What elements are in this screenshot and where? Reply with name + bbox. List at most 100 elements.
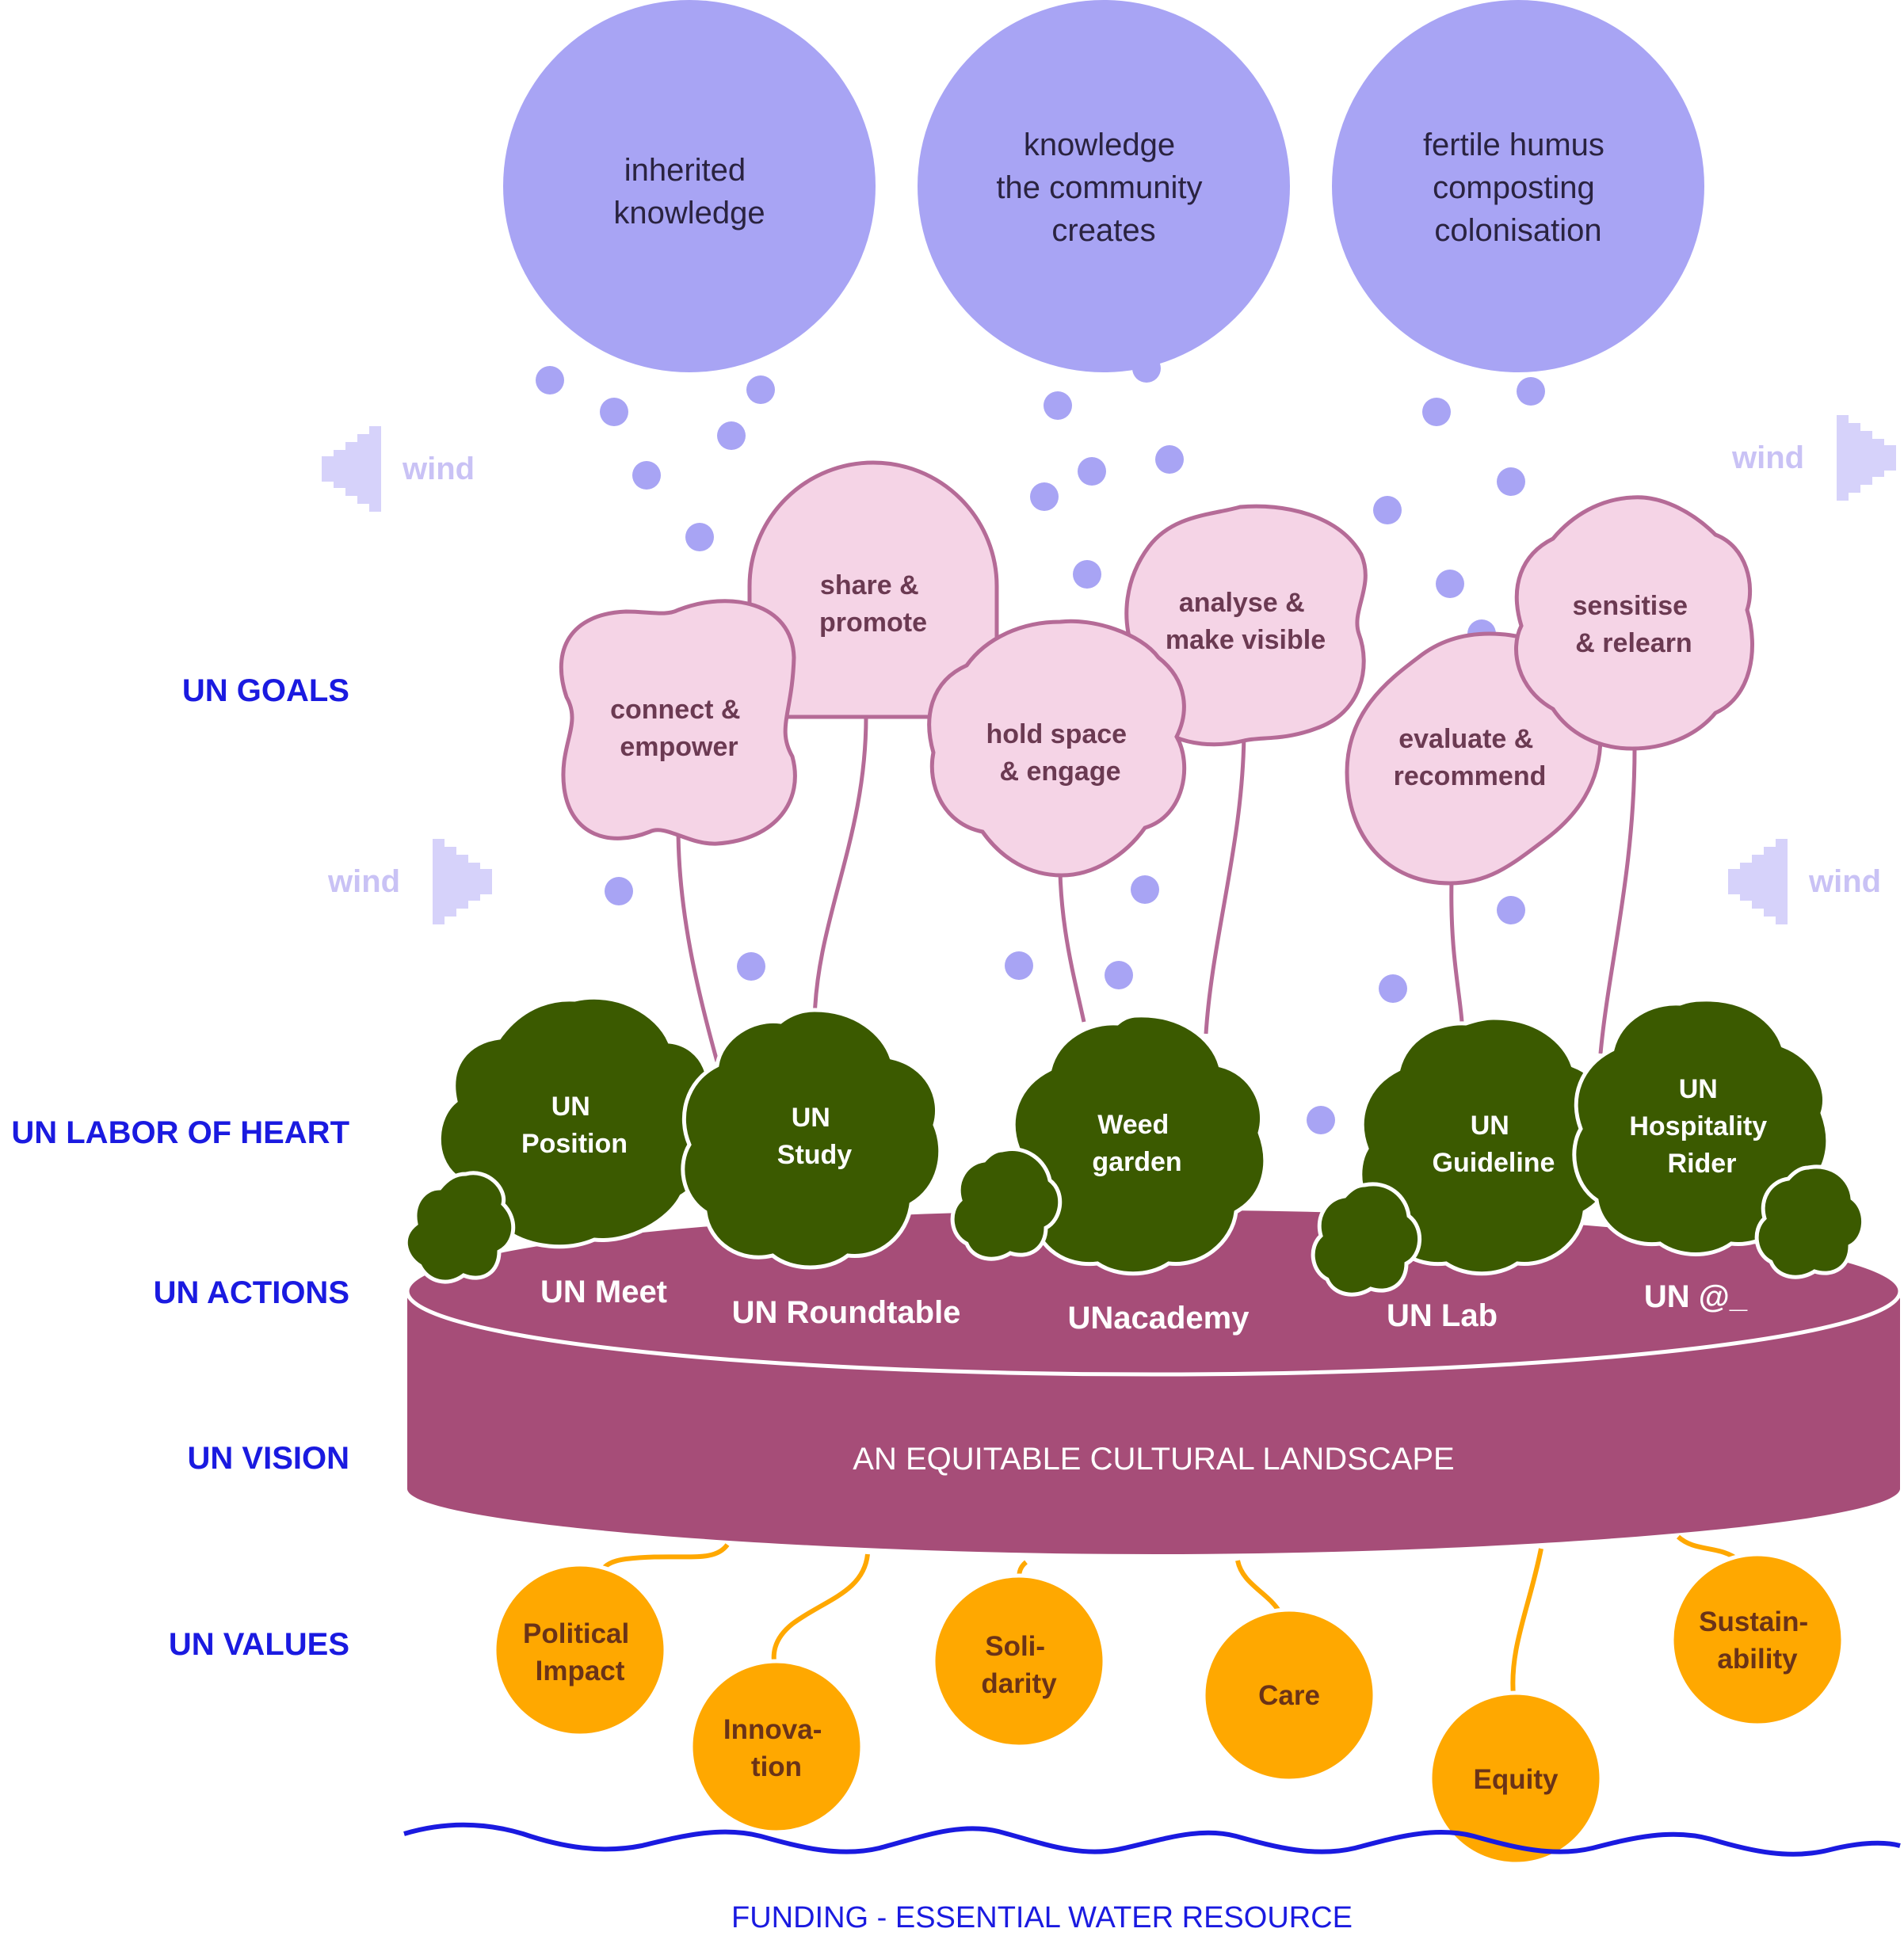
goal-text-line: promote bbox=[819, 608, 927, 638]
wind-arrow-right-top: wind bbox=[1731, 415, 1896, 501]
bush-un-position: UN Position bbox=[403, 995, 711, 1284]
goal-text-line: & relearn bbox=[1575, 628, 1692, 658]
water-wave bbox=[403, 1822, 1901, 1857]
svg-text:hold space & engage: hold space & engage bbox=[986, 719, 1134, 787]
rain-droplet bbox=[1379, 974, 1407, 1003]
goal-text-line: share & bbox=[820, 570, 919, 600]
cloud-text-line: inherited bbox=[624, 153, 746, 188]
heart-text-line: UN bbox=[792, 1103, 830, 1133]
action-un-at: UN @_ bbox=[1644, 1279, 1748, 1314]
value-text-line: ability bbox=[1717, 1644, 1798, 1675]
goal-text-line: evaluate & bbox=[1398, 724, 1533, 754]
action-un-meet: UN Meet bbox=[540, 1275, 667, 1309]
svg-text:Soli- darity: Soli- darity bbox=[981, 1631, 1057, 1699]
value-text-line: Impact bbox=[536, 1656, 625, 1686]
cloud-text-line: the community bbox=[996, 170, 1202, 205]
cloud-inherited-knowledge: inherited knowledge bbox=[503, 0, 876, 372]
action-unacademy: UNacademy bbox=[1067, 1301, 1250, 1336]
goal-sensitise-relearn: sensitise & relearn bbox=[1514, 495, 1754, 751]
bush-weed-garden: Weed garden bbox=[950, 1013, 1268, 1276]
goal-stems bbox=[676, 716, 1637, 1062]
wind-label: wind bbox=[402, 452, 475, 486]
rain-droplet bbox=[1517, 377, 1545, 406]
value-text-line: Equity bbox=[1474, 1764, 1559, 1795]
label-un-values: UN VALUES bbox=[169, 1627, 349, 1662]
bush-un-hospitality-rider: UN Hospitality Rider bbox=[1572, 997, 1865, 1279]
svg-text:sensitise & relearn: sensitise & relearn bbox=[1573, 591, 1696, 658]
rain-droplet bbox=[632, 461, 661, 490]
rain-droplets bbox=[536, 354, 1545, 1134]
rain-droplet bbox=[536, 366, 564, 394]
cloud-community-knowledge: knowledge the community creates bbox=[918, 0, 1290, 372]
rain-droplet bbox=[746, 375, 775, 404]
cloud-text-line: knowledge bbox=[613, 196, 765, 231]
rain-droplet bbox=[1078, 457, 1106, 486]
rain-droplet bbox=[1155, 445, 1184, 474]
label-un-vision: UN VISION bbox=[188, 1441, 349, 1476]
svg-text:Care: Care bbox=[1258, 1680, 1320, 1711]
action-un-lab: UN Lab bbox=[1387, 1298, 1498, 1333]
svg-text:UN Hospitality: UN Hospitality Rider bbox=[1629, 1074, 1774, 1179]
action-un-roundtable: UN Roundtable bbox=[732, 1295, 961, 1330]
heart-text-line: Study bbox=[777, 1140, 853, 1170]
svg-text:share & promote: share & promote bbox=[819, 570, 927, 638]
goal-text-line: sensitise bbox=[1573, 591, 1688, 621]
heart-text-line: Rider bbox=[1668, 1149, 1737, 1179]
svg-text:UN Study: UN Study bbox=[777, 1103, 853, 1170]
knowledge-clouds: inherited knowledge knowledge the commun… bbox=[503, 0, 1704, 372]
value-equity: Equity bbox=[1428, 1690, 1604, 1866]
wind-arrows: wind wind wind wind bbox=[322, 415, 1896, 924]
rain-droplet bbox=[1073, 560, 1101, 589]
heart-text-line: UN bbox=[1471, 1111, 1509, 1141]
rain-droplet bbox=[1497, 896, 1525, 924]
un-labor-of-heart: UN Position UN Study Weed garden UN G bbox=[403, 995, 1865, 1297]
goal-text-line: & engage bbox=[999, 756, 1120, 787]
value-sustainability: Sustain- ability bbox=[1669, 1552, 1845, 1728]
heart-text-line: Guideline bbox=[1433, 1148, 1555, 1178]
svg-text:knowledge the communit: knowledge the community creates bbox=[996, 128, 1211, 248]
value-solidarity: Soli- darity bbox=[931, 1573, 1107, 1749]
rain-droplet bbox=[1005, 951, 1033, 980]
rain-droplet bbox=[685, 523, 714, 551]
cloud-text-line: fertile humus bbox=[1423, 128, 1604, 162]
wind-arrow-left-mid: wind bbox=[1728, 839, 1881, 924]
rain-droplet bbox=[1030, 482, 1059, 511]
goal-share-promote: share & promote bbox=[747, 460, 999, 719]
value-text-line: tion bbox=[751, 1751, 802, 1782]
rain-droplet bbox=[717, 421, 746, 450]
value-text-line: Care bbox=[1258, 1680, 1320, 1711]
goal-text-line: recommend bbox=[1394, 761, 1547, 791]
svg-text:inherited knowledge: inherited knowledge bbox=[613, 153, 765, 231]
rain-droplet bbox=[1422, 398, 1451, 426]
vision-text: AN EQUITABLE CULTURAL LANDSCAPE bbox=[853, 1442, 1454, 1477]
goal-analyse-make-visible: analyse & make visible bbox=[1124, 504, 1368, 747]
value-text-line: Sustain- bbox=[1699, 1606, 1808, 1637]
value-text-line: Political bbox=[523, 1618, 629, 1649]
wind-label: wind bbox=[327, 864, 400, 899]
rain-droplet bbox=[1132, 354, 1161, 383]
label-un-labor-of-heart: UN LABOR OF HEART bbox=[11, 1115, 349, 1150]
heart-text-line: Hospitality bbox=[1629, 1111, 1767, 1141]
value-political-impact: Political Impact bbox=[492, 1562, 668, 1738]
svg-text:UN Position: UN Position bbox=[521, 1092, 628, 1159]
svg-text:Innova- tion: Innova- tion bbox=[723, 1714, 830, 1782]
un-goals: share & promote connect & empower analys… bbox=[559, 460, 1754, 886]
wind-label: wind bbox=[1808, 864, 1881, 899]
wind-label: wind bbox=[1731, 440, 1804, 475]
goal-connect-empower: connect & empower bbox=[559, 599, 797, 846]
rain-droplet bbox=[1307, 1106, 1335, 1134]
cloud-text-line: knowledge bbox=[1024, 128, 1175, 162]
heart-text-line: UN bbox=[551, 1092, 590, 1122]
bush-un-study: UN Study bbox=[681, 1008, 943, 1270]
value-care: Care bbox=[1201, 1607, 1377, 1783]
svg-text:Sustain- ability: Sustain- ability bbox=[1699, 1606, 1816, 1675]
svg-text:Political Impact: Political Impact bbox=[523, 1618, 637, 1686]
un-actions: UN Meet UN Roundtable UNacademy UN Lab U… bbox=[540, 1275, 1748, 1336]
rain-droplet bbox=[605, 877, 633, 905]
svg-text:Equity: Equity bbox=[1474, 1764, 1559, 1795]
goal-text-line: hold space bbox=[986, 719, 1127, 749]
wind-arrow-left-top: wind bbox=[322, 426, 475, 512]
goal-hold-space-engage: hold space & engage bbox=[927, 619, 1187, 878]
heart-text-line: Weed bbox=[1097, 1110, 1169, 1140]
